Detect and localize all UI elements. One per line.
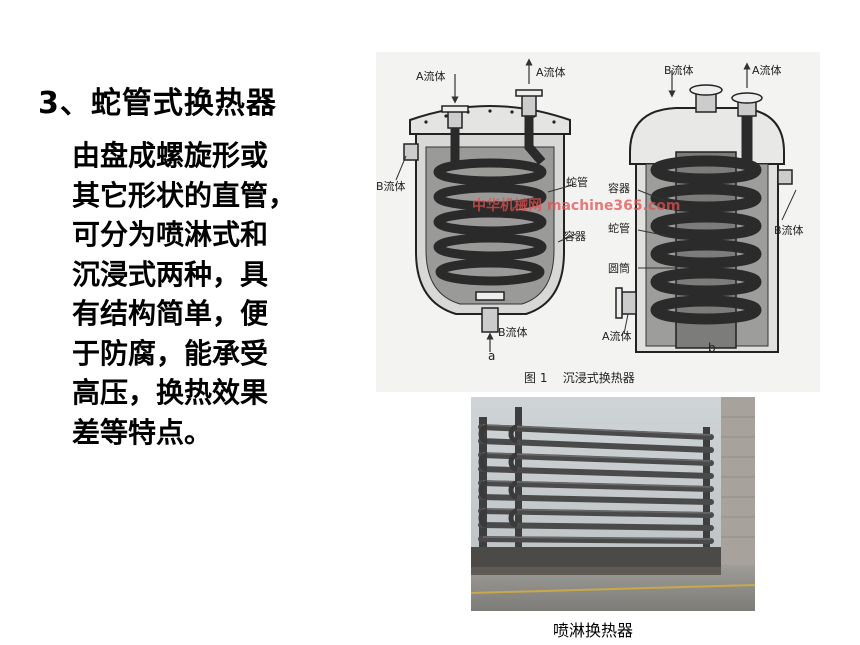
label-b-fluid-side: B流体 (376, 179, 406, 193)
label-a-fluid-bottom: A流体 (602, 329, 632, 343)
body-line: 有结构简单，便 (72, 297, 269, 330)
label-cylinder: 圆筒 (608, 261, 630, 275)
label-vessel-b: 容器 (608, 181, 630, 195)
figure-b (615, 62, 797, 353)
label-coil-a: 蛇管 (566, 175, 588, 189)
label-a-fluid-in: A流体 (416, 69, 446, 83)
body-line: 可分为喷淋式和 (72, 218, 269, 251)
diagram-svg: 中华机械网 machine365.com A流体 A流体 B流体 蛇管 容器 B… (376, 58, 804, 385)
label-b-fluid-right: B流体 (774, 223, 804, 237)
body-line: 高压，换热效果 (72, 376, 269, 409)
diagram-watermark: 中华机械网 machine365.com (472, 197, 680, 214)
slide-body: 由盘成螺旋形或 其它形状的直管， 可分为喷淋式和 沉浸式两种，具 有结构简单，便… (72, 136, 362, 452)
label-coil-b: 蛇管 (608, 221, 630, 235)
diagram-caption: 图 1 沉浸式换热器 (524, 371, 635, 385)
body-line: 于防腐，能承受 (72, 336, 269, 370)
spray-exchanger-photo (470, 397, 756, 611)
photo-caption: 喷淋换热器 (553, 621, 634, 640)
body-line: 由盘成螺旋形或 (72, 139, 269, 172)
body-line: 沉浸式两种，具 (72, 257, 269, 291)
figure-a (395, 58, 577, 352)
slide-title: 3、蛇管式换热器 (38, 86, 277, 121)
photo-svg (470, 397, 756, 611)
label-fig-b: b (708, 341, 716, 355)
immersion-exchanger-diagram: 中华机械网 machine365.com A流体 A流体 B流体 蛇管 容器 B… (376, 52, 820, 392)
label-vessel-a: 容器 (564, 229, 586, 243)
body-line: 差等特点。 (72, 415, 213, 449)
label-a-fluid-out: A流体 (536, 65, 566, 79)
label-fig-a: a (488, 349, 495, 363)
label-b-fluid-bottom: B流体 (498, 325, 528, 339)
label-b-fluid-top: B流体 (664, 63, 694, 77)
label-a-fluid-top: A流体 (752, 63, 782, 77)
body-line: 其它形状的直管， (72, 178, 297, 212)
